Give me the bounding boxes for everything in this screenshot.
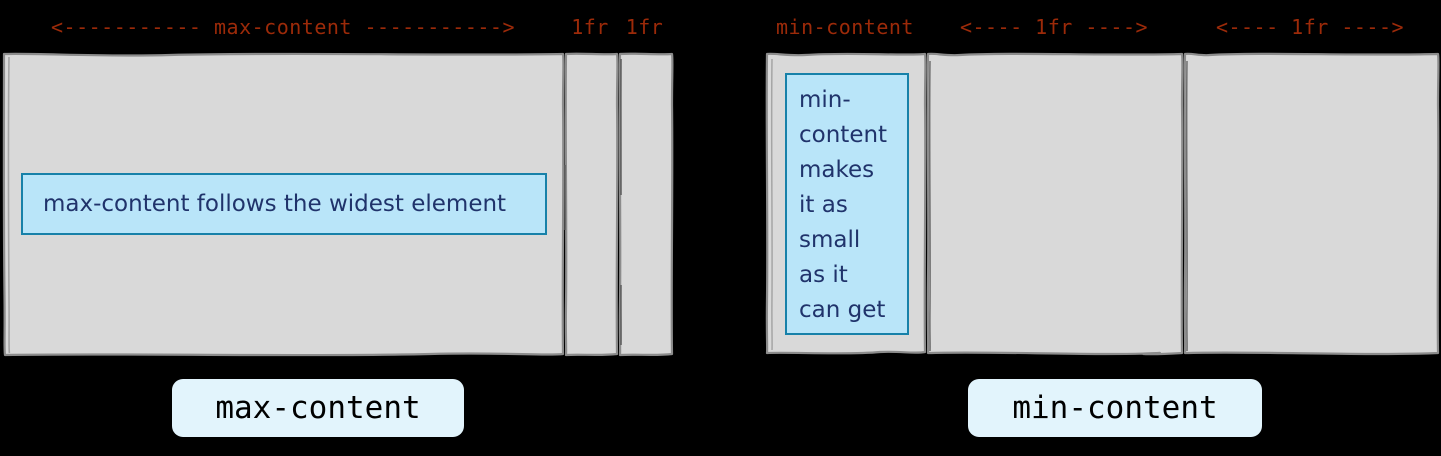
caption-min-content: min-content [968,379,1262,437]
content-box-max-content: max-content follows the widest element [21,173,547,235]
column-label-min-content: min-content [776,15,914,39]
column-label-1fr-b: 1fr [625,15,664,39]
column-label-1fr-c: <---- 1fr ----> [959,15,1149,39]
column-label-1fr-a: 1fr [571,15,609,39]
content-box-line: makes [799,157,875,183]
content-box-min-content: min- content makes it as small as it can… [785,73,909,335]
content-box-line: can get [799,297,886,323]
caption-label: max-content [215,390,421,426]
content-box-line: as it [799,262,848,288]
grid-panel-max-content: max-content follows the widest element [0,45,690,365]
content-box-line: content [799,122,888,148]
caption-max-content: max-content [172,379,464,437]
content-box-line: small [799,227,861,253]
content-box-line: it as [799,192,848,218]
grid-panel-min-content: min- content makes it as small as it can… [760,45,1441,365]
content-box-line: min- [799,87,851,113]
caption-label: min-content [1012,390,1218,426]
column-label-1fr-d: <---- 1fr ----> [1215,15,1405,39]
column-label-max-content: <----------- max-content -----------> [50,15,516,39]
content-box-text: max-content follows the widest element [43,191,507,217]
